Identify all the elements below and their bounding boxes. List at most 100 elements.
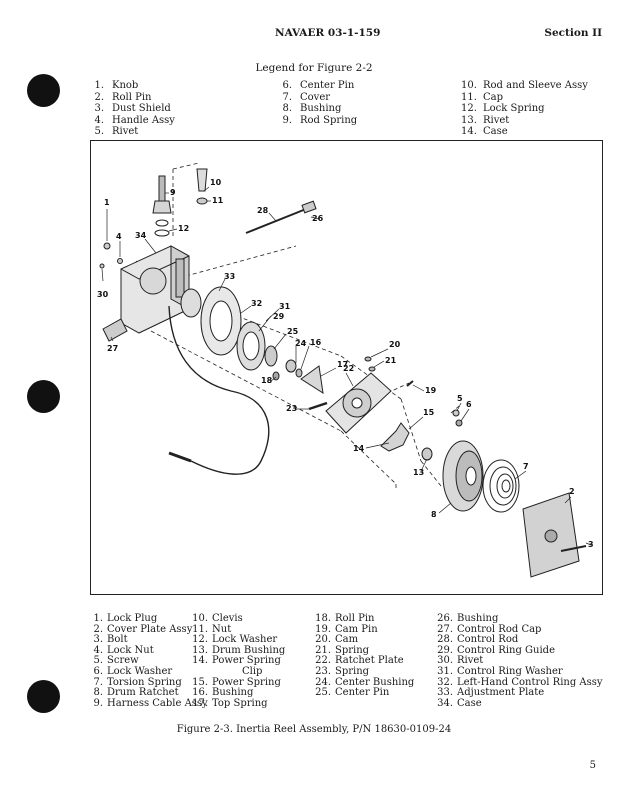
callout-11: 11: [212, 196, 224, 205]
callout-33: 33: [224, 272, 235, 281]
legend-item-number: 28.: [437, 634, 453, 646]
legend-item-label: Roll Pin: [112, 91, 152, 103]
legend-item-number: 26.: [437, 613, 453, 624]
legend-item-number: 20.: [315, 634, 331, 646]
legend-item-number: 5.: [93, 655, 103, 667]
legend-item-number: 1.: [93, 613, 103, 624]
legend-item-number: 14.: [461, 126, 477, 138]
legend-item: 12.Lock Spring: [461, 103, 588, 115]
legend-item: 24. Center Bushing: [315, 676, 415, 689]
legend-item-number: 18.: [315, 613, 331, 624]
legend-item-label: Adjustment Plate: [457, 687, 545, 699]
legend-item-number: 3.: [93, 634, 103, 646]
legend-item-number: 6.: [282, 80, 292, 91]
legend-item-label: Lock Washer: [107, 665, 173, 677]
legend-item-label: Center Bushing: [335, 676, 415, 688]
legend-item: 8.Bushing: [278, 103, 357, 115]
legend-item-number: 5.: [94, 126, 104, 138]
legend-item-label: Center Pin: [300, 80, 355, 91]
legend-item: 34.Case: [437, 698, 603, 710]
legend-item-number: 2.: [94, 91, 104, 103]
legend-item: 11.Cap: [461, 92, 588, 104]
legend-item-label: Knob: [112, 80, 139, 91]
legend-item-label: Bushing: [212, 687, 254, 699]
legend-item-number: 10.: [192, 613, 208, 624]
legend-item: 7.Torsion Spring: [87, 677, 208, 689]
legend-item-number: 13.: [192, 644, 208, 656]
callout-23: 23: [286, 404, 297, 413]
legend-item-label: Top Spring: [212, 697, 268, 709]
callout-17: 17: [337, 360, 348, 369]
callout-15: 15: [423, 408, 435, 417]
legend-item: 7.Cover: [278, 92, 357, 104]
callout-24: 24: [295, 339, 307, 348]
legend-item-number: 4.: [93, 644, 103, 656]
legend-item-label: Harness Cable Assy: [107, 697, 208, 709]
callout-20: 20: [389, 340, 401, 349]
legend-item-label: Case: [483, 126, 508, 138]
legend-item-label: Spring: [335, 665, 370, 677]
legend-item: 32.Left-Hand Control Ring Assy: [437, 677, 602, 689]
legend-item: 2. Roll Pin: [90, 92, 175, 104]
callout-19: 19: [425, 386, 437, 395]
legend-item: 21.Spring: [315, 644, 414, 657]
legend-item-label: Cover: [300, 91, 331, 103]
legend-item-number: 17.: [192, 697, 208, 709]
legend-item-label: Handle Assy: [112, 114, 175, 126]
document-code: NAVAER 03-1-159: [275, 27, 381, 39]
legend-item-number: 27.: [437, 623, 453, 635]
legend-item-label: Drum Bushing: [212, 644, 286, 656]
legend-item: 25.Center Pin: [315, 687, 414, 699]
legend-item: 3.Bolt: [87, 634, 208, 646]
legend-item-number: 10.: [461, 80, 477, 91]
legend-item-number: 11.: [192, 623, 208, 635]
legend-item-number: 30.: [437, 655, 453, 667]
legend-item: 8.Drum Ratchet: [87, 687, 208, 699]
legend-item: 26.Bushing: [437, 613, 603, 625]
legend-item-label: Control Ring Guide: [457, 644, 556, 656]
legend-item-label: Rivet: [483, 114, 510, 126]
legend-item-label: Lock Plug: [107, 613, 158, 624]
legend-item: 6. Center Pin: [278, 80, 357, 92]
legend-item-label: Dust Shield: [112, 103, 171, 115]
callout-22: 22: [343, 364, 354, 373]
legend-item-number: 21.: [315, 644, 331, 656]
legend-item-number: 33.: [437, 687, 453, 699]
section-label: Section II: [544, 27, 602, 39]
legend-item: 14.Power Spring: [192, 656, 285, 667]
legend-item-label: Control Rod Cap: [457, 623, 542, 635]
callout-9: 9: [170, 188, 176, 197]
callout-6: 6: [466, 400, 472, 409]
legend-item-number: 24.: [315, 676, 331, 688]
legend-item: 33. Adjustment Plate: [437, 687, 603, 699]
legend-item-label: Roll Pin: [335, 613, 375, 624]
legend-item: 10.Clevis: [192, 613, 285, 625]
legend-item-label: Cover Plate Assy: [107, 623, 193, 635]
legend-item: 2.Cover Plate Assy: [87, 623, 208, 636]
legend-item: 9.Rod Spring: [278, 115, 357, 127]
inertia-reel-exploded-diagram: 1234567891011121314151617181920212223242…: [97, 162, 594, 578]
callout-16: 16: [310, 338, 322, 347]
callout-3: 3: [588, 540, 594, 549]
legend-item: 14. Case: [461, 126, 588, 138]
legend-item-label: Clip: [242, 665, 263, 677]
legend-item: 15.Power Spring: [192, 676, 285, 689]
callout-29: 29: [273, 312, 285, 321]
legend-item-label: Screw: [107, 655, 139, 667]
legend-item-label: Control Ring Washer: [457, 665, 563, 677]
legend-item: 4. Handle Assy: [90, 115, 175, 127]
legend-item-label: Nut: [212, 623, 232, 635]
legend-title: Legend for Figure 2-2: [255, 62, 373, 74]
legend-item: 6.Lock Washer: [87, 665, 208, 678]
legend-item-number: 4.: [94, 114, 104, 126]
legend-item-number: 22.: [315, 655, 331, 667]
callout-34: 34: [135, 231, 147, 240]
legend-item: 22.Ratchet Plate: [315, 656, 414, 667]
callout-32: 32: [251, 299, 262, 308]
legend-item-number: 15.: [192, 676, 208, 688]
legend-item: 17. Top Spring: [192, 697, 285, 710]
